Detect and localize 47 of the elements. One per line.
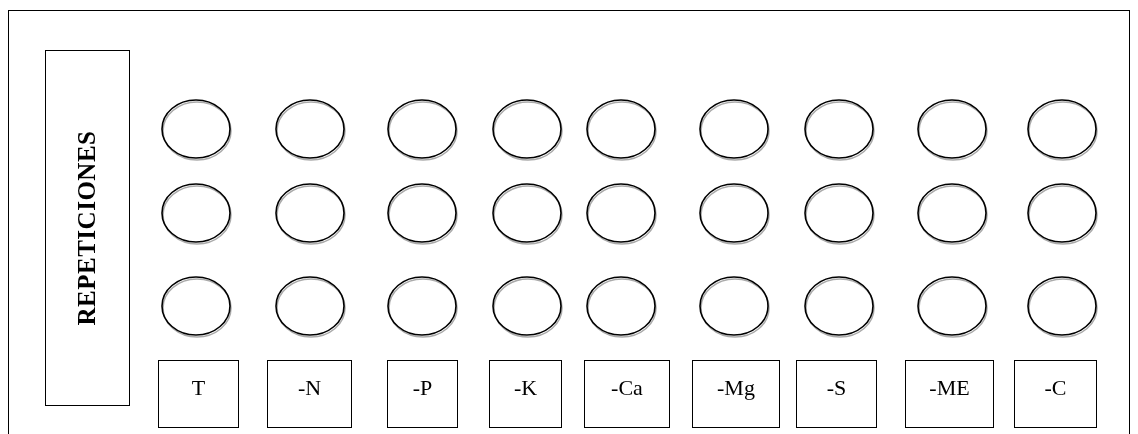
- pot-circle: [1026, 182, 1098, 244]
- pot-circle: [274, 182, 346, 244]
- pot-circle: [803, 275, 875, 337]
- pot-circle: [698, 275, 770, 337]
- pot-circle: [491, 182, 563, 244]
- treatment-box: [692, 360, 780, 428]
- treatment-label: -N: [297, 375, 322, 401]
- pot-circle: [585, 275, 657, 337]
- pot-circle: [1026, 275, 1098, 337]
- treatment-label: T: [191, 375, 206, 401]
- treatment-box: [584, 360, 670, 428]
- pot-circle: [386, 98, 458, 160]
- treatment-label: -P: [412, 375, 433, 401]
- pot-circle: [274, 98, 346, 160]
- pot-circle: [386, 182, 458, 244]
- treatment-box: [905, 360, 994, 428]
- treatment-box: [158, 360, 239, 428]
- pot-circle: [803, 182, 875, 244]
- treatment-box: [796, 360, 877, 428]
- pot-circle: [274, 275, 346, 337]
- pot-circle: [386, 275, 458, 337]
- pot-circle: [491, 275, 563, 337]
- pot-circle: [585, 182, 657, 244]
- pot-circle: [916, 275, 988, 337]
- pot-circle: [698, 182, 770, 244]
- pot-circle: [491, 98, 563, 160]
- pot-circle: [916, 182, 988, 244]
- treatment-label: -ME: [929, 375, 970, 401]
- treatment-box: [1014, 360, 1097, 428]
- treatment-box: [387, 360, 458, 428]
- pot-circle: [160, 98, 232, 160]
- pot-circle: [698, 98, 770, 160]
- treatment-label: -C: [1044, 375, 1067, 401]
- treatment-box: [267, 360, 352, 428]
- vertical-label-box: [45, 50, 130, 406]
- pot-circle: [1026, 98, 1098, 160]
- pot-circle: [916, 98, 988, 160]
- vertical-heading: REPETICIONES: [73, 130, 102, 326]
- treatment-label: -S: [826, 375, 847, 401]
- treatment-label: -K: [513, 375, 538, 401]
- treatment-box: [489, 360, 562, 428]
- pot-circle: [160, 182, 232, 244]
- treatment-label: -Ca: [611, 375, 643, 401]
- pot-circle: [803, 98, 875, 160]
- treatment-label: -Mg: [717, 375, 755, 401]
- pot-circle: [160, 275, 232, 337]
- pot-circle: [585, 98, 657, 160]
